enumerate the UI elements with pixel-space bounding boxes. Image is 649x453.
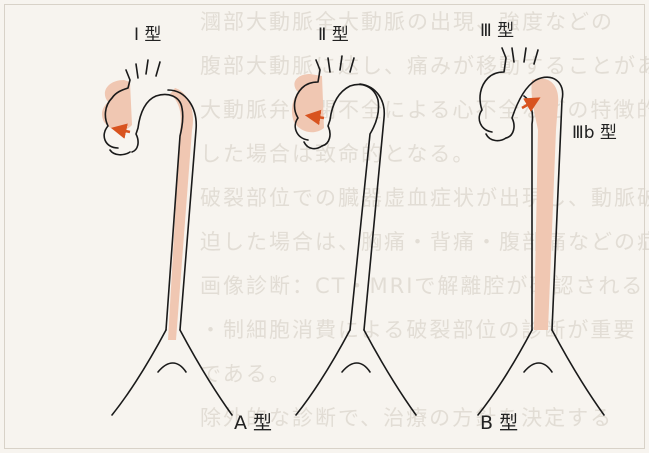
entry-arrow-I (116, 129, 130, 132)
label-type-III: Ⅲ 型 (480, 16, 514, 41)
label-stanford-B: B 型 (480, 408, 518, 435)
aorta-type-II (292, 56, 416, 415)
label-stanford-A: A 型 (234, 408, 272, 435)
label-type-IIIb: Ⅲb 型 (572, 118, 617, 143)
label-type-I: Ⅰ 型 (134, 20, 161, 45)
aorta-type-I (102, 60, 232, 415)
false-lumen-ascending-II (292, 74, 324, 132)
label-type-II: Ⅱ 型 (318, 20, 349, 45)
aorta-type-III (478, 48, 604, 415)
